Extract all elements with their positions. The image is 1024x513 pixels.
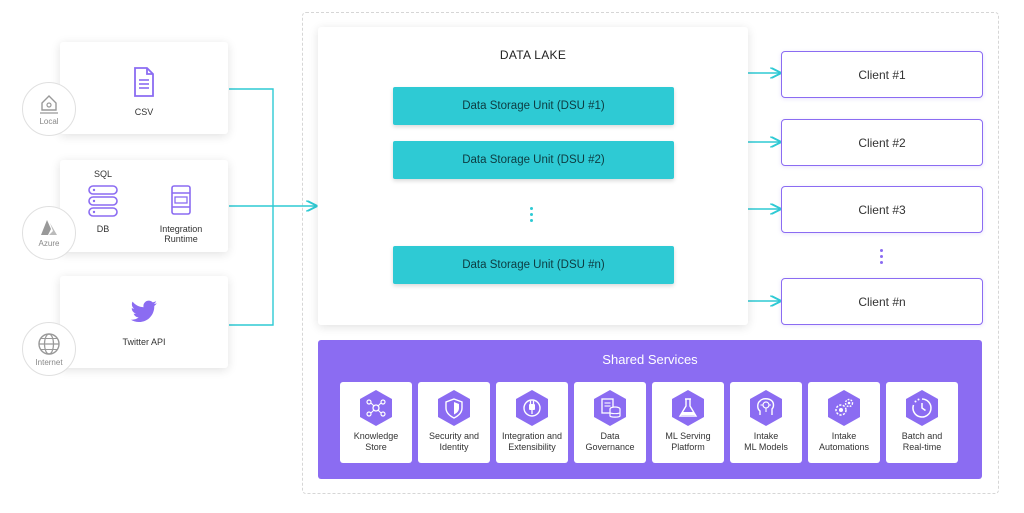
dsu-1: Data Storage Unit (DSU #1) — [393, 87, 674, 125]
client-1: Client #1 — [781, 51, 983, 98]
azure-icon — [41, 219, 57, 235]
clock-icon — [906, 390, 938, 426]
integration-runtime-icon — [171, 185, 191, 215]
data-governance-icon — [594, 390, 626, 426]
location-azure-label: Azure — [38, 238, 60, 248]
service-label: Knowledge Store — [353, 431, 399, 452]
plug-icon — [516, 390, 548, 426]
data-lake-title: DATA LAKE — [499, 48, 567, 62]
database-icon — [88, 185, 118, 217]
location-internet-label: Internet — [35, 357, 63, 367]
service-label: Intake ML Models — [744, 431, 788, 452]
source-sql-card: SQL DB Integration Runtime — [60, 160, 228, 252]
db-label: DB — [96, 224, 110, 234]
service-ml-serving-platform: ML Serving Platform — [652, 382, 724, 463]
shield-icon — [438, 390, 470, 426]
service-label: Intake Automations — [818, 431, 870, 452]
service-data-governance: Data Governance — [574, 382, 646, 463]
integration-runtime-label: Integration Runtime — [159, 224, 203, 244]
client-ellipsis — [880, 249, 883, 267]
service-label: Data Governance — [585, 431, 635, 452]
location-local-label: Local — [39, 116, 59, 126]
service-list: Knowledge Store Security and Identity In… — [340, 382, 962, 463]
service-label: Batch and Real-time — [901, 431, 943, 452]
dsu-ellipsis — [530, 207, 533, 225]
service-security-identity: Security and Identity — [418, 382, 490, 463]
service-batch-realtime: Batch and Real-time — [886, 382, 958, 463]
service-label: Security and Identity — [428, 431, 480, 452]
local-house-icon — [40, 94, 58, 114]
csv-label: CSV — [134, 107, 154, 117]
service-label: ML Serving Platform — [665, 431, 711, 452]
service-knowledge-store: Knowledge Store — [340, 382, 412, 463]
service-intake-automations: Intake Automations — [808, 382, 880, 463]
location-azure: Azure — [22, 206, 76, 260]
globe-icon — [38, 332, 60, 355]
client-n: Client #n — [781, 278, 983, 325]
flask-icon — [672, 390, 704, 426]
client-2: Client #2 — [781, 119, 983, 166]
twitter-icon — [130, 300, 157, 323]
twitter-api-label: Twitter API — [122, 337, 166, 347]
dsu-2: Data Storage Unit (DSU #2) — [393, 141, 674, 179]
connector-twitter — [229, 206, 274, 326]
sql-label: SQL — [93, 169, 112, 179]
connector-csv — [229, 88, 274, 206]
service-label: Integration and Extensibility — [501, 431, 563, 452]
location-local: Local — [22, 82, 76, 136]
gears-icon — [828, 390, 860, 426]
source-csv-card: CSV — [60, 42, 228, 134]
source-twitter-card: Twitter API — [60, 276, 228, 368]
brain-icon — [750, 390, 782, 426]
service-integration-extensibility: Integration and Extensibility — [496, 382, 568, 463]
client-3: Client #3 — [781, 186, 983, 233]
location-internet: Internet — [22, 322, 76, 376]
service-intake-ml-models: Intake ML Models — [730, 382, 802, 463]
shared-services-title: Shared Services — [602, 352, 698, 367]
csv-file-icon — [134, 67, 154, 97]
platform-boundary — [302, 12, 999, 494]
dsu-n: Data Storage Unit (DSU #n) — [393, 246, 674, 284]
knowledge-store-icon — [360, 390, 392, 426]
